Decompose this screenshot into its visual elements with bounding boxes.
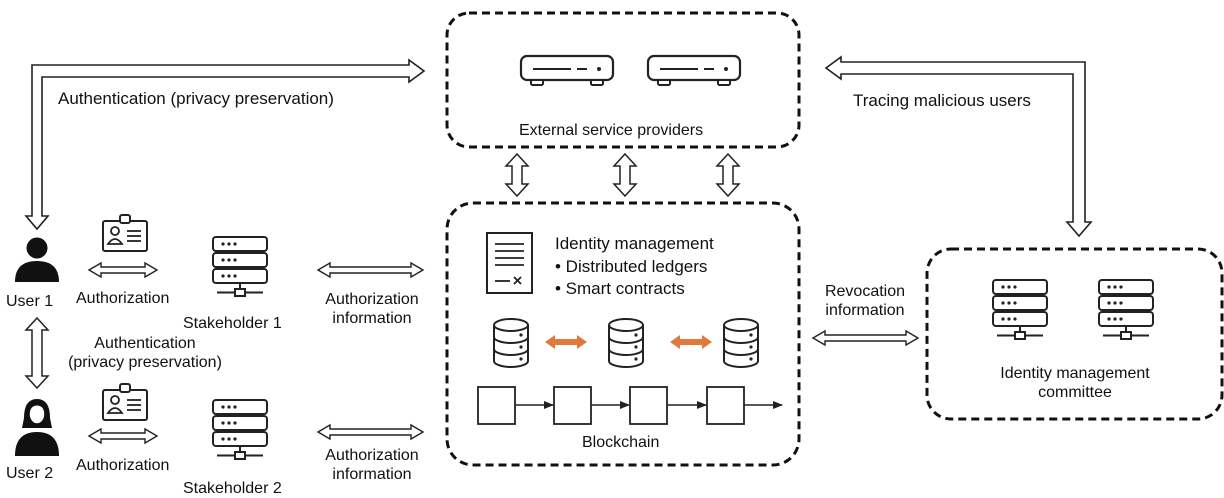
- authentication-label-top: Authentication (privacy preservation): [58, 89, 334, 108]
- stakeholder-label: Stakeholder 2: [183, 480, 282, 497]
- server-rack-icon: [1098, 279, 1154, 340]
- blocks: [477, 386, 783, 425]
- id-card-icon: [102, 383, 148, 421]
- user-name: User 2: [6, 465, 54, 482]
- stakeholder-label: Stakeholder 1: [183, 315, 282, 332]
- blockchain-box: [445, 201, 801, 467]
- server-rack-icon: [212, 236, 268, 297]
- horizontal-link-arrows: [87, 261, 920, 445]
- database-icon: [723, 318, 759, 368]
- authentication-users-label: Authentication(privacy preservation): [68, 335, 222, 371]
- router-icon: [646, 54, 742, 87]
- blockchain-title: Identity management: [555, 234, 714, 253]
- user-female-icon: [15, 399, 59, 456]
- block-icon: [477, 386, 516, 425]
- authentication-arrow-top: [24, 58, 426, 231]
- committee-box: [925, 247, 1224, 421]
- user-male-icon: [15, 237, 59, 282]
- blockchain-bullet: • Smart contracts: [555, 279, 685, 298]
- database-icon: [493, 318, 529, 368]
- id-card-icon: [102, 214, 148, 252]
- router-icon: [519, 54, 615, 87]
- vertical-link-arrows: [504, 152, 741, 198]
- sync-arrows: [545, 335, 712, 349]
- contract-document-icon: [486, 232, 533, 294]
- block-icon: [629, 386, 668, 425]
- tracing-arrow: [824, 55, 1093, 238]
- block-icon: [706, 386, 745, 425]
- user-link-arrow: [24, 316, 50, 390]
- providers-label: External service providers: [519, 122, 704, 139]
- blockchain-bullet: • Distributed ledgers: [555, 257, 708, 276]
- tracing-label: Tracing malicious users: [853, 91, 1031, 110]
- server-rack-icon: [212, 399, 268, 460]
- blockchain-label: Blockchain: [582, 434, 660, 451]
- server-rack-icon: [992, 279, 1048, 340]
- authorization-label: Authorization: [76, 457, 170, 474]
- user-name: User 1: [6, 293, 54, 310]
- block-icon: [553, 386, 592, 425]
- authorization-label: Authorization: [76, 290, 170, 307]
- database-icon: [608, 318, 644, 368]
